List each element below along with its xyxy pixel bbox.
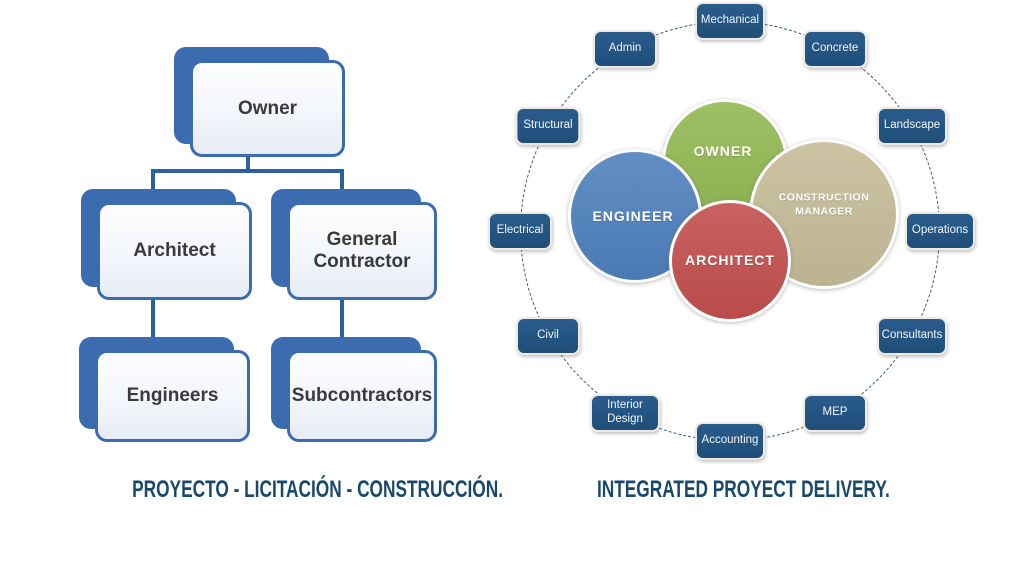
ring-node-accounting: Accounting [695, 422, 765, 460]
ring-node-electrical: Electrical [488, 212, 552, 250]
ring-node-landscape: Landscape [877, 107, 947, 145]
org-node-label-engineers: Engineers [95, 350, 250, 442]
venn-label-engineer: ENGINEER [592, 208, 674, 224]
org-node-label-owner: Owner [190, 60, 345, 157]
connector-architect-engineers [151, 298, 155, 338]
connector-owner-architect [151, 169, 155, 191]
venn-label-construction-manager: CONSTRUCTION MANAGER [778, 191, 870, 217]
caption-right: INTEGRATED PROYECT DELIVERY. [540, 476, 940, 504]
ring-node-label: Civil [537, 329, 559, 342]
venn-circle-architect [669, 200, 791, 322]
org-node-architect: Architect [81, 189, 252, 300]
ring-node-consultants: Consultants [877, 317, 947, 355]
ring-node-admin: Admin [593, 30, 657, 68]
ring-node-concrete: Concrete [803, 30, 867, 68]
connector-gc-subcontractors [340, 298, 344, 338]
venn-label-owner: OWNER [693, 143, 753, 159]
venn-label-architect: ARCHITECT [685, 252, 775, 268]
org-node-label-subcontractors: Subcontractors [287, 350, 437, 442]
caption-left-text: PROYECTO - LICITACIÓN - CONSTRUCCIÓN. [132, 476, 503, 503]
ring-node-label: Mechanical [700, 14, 760, 27]
ring-node-mechanical: Mechanical [695, 2, 765, 40]
ring-node-mep: MEP [803, 394, 867, 432]
ring-node-civil: Civil [516, 317, 580, 355]
ring-node-operations: Operations [905, 212, 975, 250]
caption-right-text: INTEGRATED PROYECT DELIVERY. [596, 476, 890, 503]
ring-node-interior-design: Interior Design [590, 394, 660, 432]
ring-node-label: MEP [822, 406, 848, 419]
connector-owner-gc [340, 169, 344, 191]
ring-node-label: Interior Design [607, 399, 643, 425]
ring-node-label: Consultants [881, 329, 943, 342]
ring-node-label: Admin [608, 42, 642, 55]
ring-node-label: Operations [911, 224, 969, 237]
ring-node-structural: Structural [515, 107, 581, 145]
caption-left: PROYECTO - LICITACIÓN - CONSTRUCCIÓN. [60, 476, 520, 504]
org-node-subcontractors: Subcontractors [271, 337, 437, 442]
org-node-general-contractor: General Contractor [271, 189, 437, 300]
connector-owner-stub [246, 157, 250, 172]
org-node-label-architect: Architect [97, 202, 252, 300]
org-node-engineers: Engineers [79, 337, 250, 442]
connector-horizontal-bar [151, 169, 344, 173]
org-node-label-general-contractor: General Contractor [287, 202, 437, 300]
ring-node-label: Landscape [883, 119, 941, 132]
ring-node-label: Concrete [811, 42, 859, 55]
ring-node-label: Accounting [701, 434, 759, 447]
org-node-owner: Owner [174, 47, 345, 157]
ring-node-label: Electrical [496, 224, 544, 237]
ring-node-label: Structural [523, 119, 573, 132]
